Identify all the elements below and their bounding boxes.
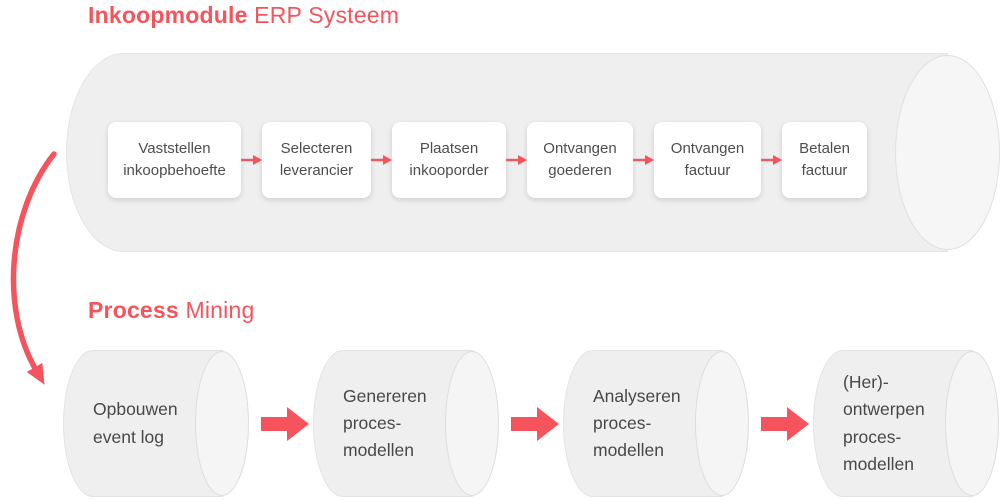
mining-title-bold: Process: [88, 297, 179, 323]
right-arrow-icon: [633, 155, 654, 165]
mining-cylinder-end-cap: [445, 351, 499, 496]
erp-steps-row: Vaststellen inkoopbehoefte Selecteren le…: [108, 122, 867, 198]
mining-cylinder-end-cap: [695, 351, 749, 496]
erp-cylinder-end-cap: [895, 55, 1000, 250]
block-right-arrow-icon: [511, 407, 559, 441]
block-right-arrow-icon: [761, 407, 809, 441]
curved-down-arrow-icon: [10, 151, 57, 385]
mining-title-rest: Mining: [178, 297, 255, 323]
erp-step-box: Ontvangen goederen: [527, 122, 633, 198]
mining-cylinder: Genereren proces- modellen: [313, 350, 499, 497]
block-right-arrow-icon: [261, 407, 309, 441]
erp-step-box: Vaststellen inkoopbehoefte: [108, 122, 241, 198]
right-arrow-icon: [506, 155, 527, 165]
mining-cylinder: (Her)- ontwerpen proces- modellen: [813, 350, 999, 497]
right-arrow-icon: [371, 155, 392, 165]
mining-cylinder: Opbouwen event log: [63, 350, 249, 497]
mining-step-label: (Her)- ontwerpen proces- modellen: [843, 372, 925, 474]
erp-section-title: Inkoopmodule ERP Systeem: [88, 2, 399, 29]
mining-step-label: Genereren proces- modellen: [343, 385, 427, 461]
erp-title-bold: Inkoopmodule: [88, 2, 248, 28]
mining-cylinder-end-cap: [195, 351, 249, 496]
erp-step-box: Betalen factuur: [782, 122, 867, 198]
mining-step-label: Opbouwen event log: [93, 399, 178, 447]
erp-step-box: Selecteren leverancier: [262, 122, 371, 198]
erp-step-box: Ontvangen factuur: [654, 122, 761, 198]
mining-cylinder-end-cap: [945, 351, 999, 496]
erp-title-rest: ERP Systeem: [247, 2, 400, 28]
right-arrow-icon: [241, 155, 262, 165]
mining-cylinder: Analyseren proces- modellen: [563, 350, 749, 497]
mining-section-title: Process Mining: [88, 297, 254, 324]
mining-step-label: Analyseren proces- modellen: [593, 385, 681, 461]
erp-step-box: Plaatsen inkooporder: [392, 122, 506, 198]
right-arrow-icon: [761, 155, 782, 165]
